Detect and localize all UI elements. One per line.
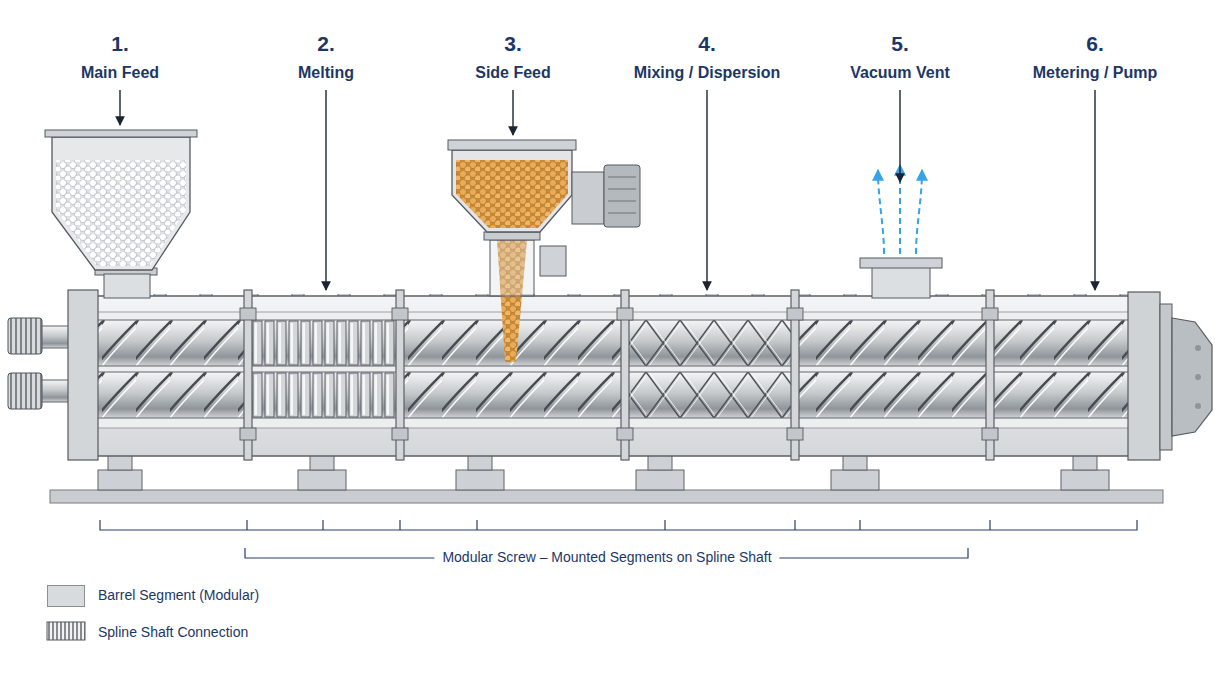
drive-shaft	[40, 380, 70, 402]
drive-shaft	[8, 318, 70, 409]
legend-swatch	[47, 585, 85, 607]
feeder-flange	[484, 232, 540, 240]
base-rail	[50, 490, 1163, 503]
drive-shaft	[40, 326, 70, 348]
zone-label: Vacuum Vent	[850, 64, 950, 82]
pellets	[456, 160, 568, 228]
clamp	[240, 308, 998, 440]
callout-number: 1.	[111, 32, 129, 56]
legend-text: Spline Shaft Connection	[98, 624, 248, 641]
feeder-hopper	[452, 150, 572, 232]
side-feeder	[448, 140, 640, 362]
bracket-label: Modular Screw – Mounted Segments on Spli…	[434, 549, 779, 565]
end-plate	[68, 290, 98, 460]
callout-number: 4.	[698, 32, 716, 56]
zone-label: Melting	[298, 64, 354, 82]
spline-shaft	[8, 373, 42, 409]
main-hopper	[45, 130, 197, 298]
vent-port	[872, 266, 930, 298]
vent-flange	[860, 258, 942, 268]
motor	[604, 165, 640, 227]
zone-label: Metering / Pump	[1033, 64, 1157, 82]
zone-label: Mixing / Dispersion	[634, 64, 781, 82]
spline-shaft	[8, 318, 42, 354]
die-bolt	[1195, 345, 1201, 409]
die-head	[1172, 318, 1212, 436]
gearbox	[572, 172, 604, 224]
callout-number: 5.	[891, 32, 909, 56]
segment-joint	[244, 290, 994, 460]
die-flange	[1160, 304, 1172, 450]
legend-sample	[47, 622, 85, 640]
vacuum-vent	[860, 165, 942, 298]
end-plate	[1128, 292, 1160, 460]
leader-arrow	[120, 90, 1095, 290]
hopper-rim	[45, 130, 197, 137]
callout-number: 3.	[504, 32, 522, 56]
callout-number: 2.	[317, 32, 335, 56]
pellets	[56, 160, 186, 266]
zone-label: Side Feed	[475, 64, 551, 82]
feeder-box	[540, 246, 566, 276]
callout-number: 6.	[1086, 32, 1104, 56]
barrel	[68, 290, 1212, 460]
base-rail	[50, 450, 1163, 503]
motor-fin	[608, 177, 636, 213]
hopper-neck	[104, 274, 150, 298]
legend-text: Barrel Segment (Modular)	[98, 587, 259, 604]
feeder-rim	[448, 140, 576, 150]
feeder-tube	[490, 240, 534, 296]
zone-label: Main Feed	[81, 64, 159, 82]
hopper	[52, 137, 190, 270]
